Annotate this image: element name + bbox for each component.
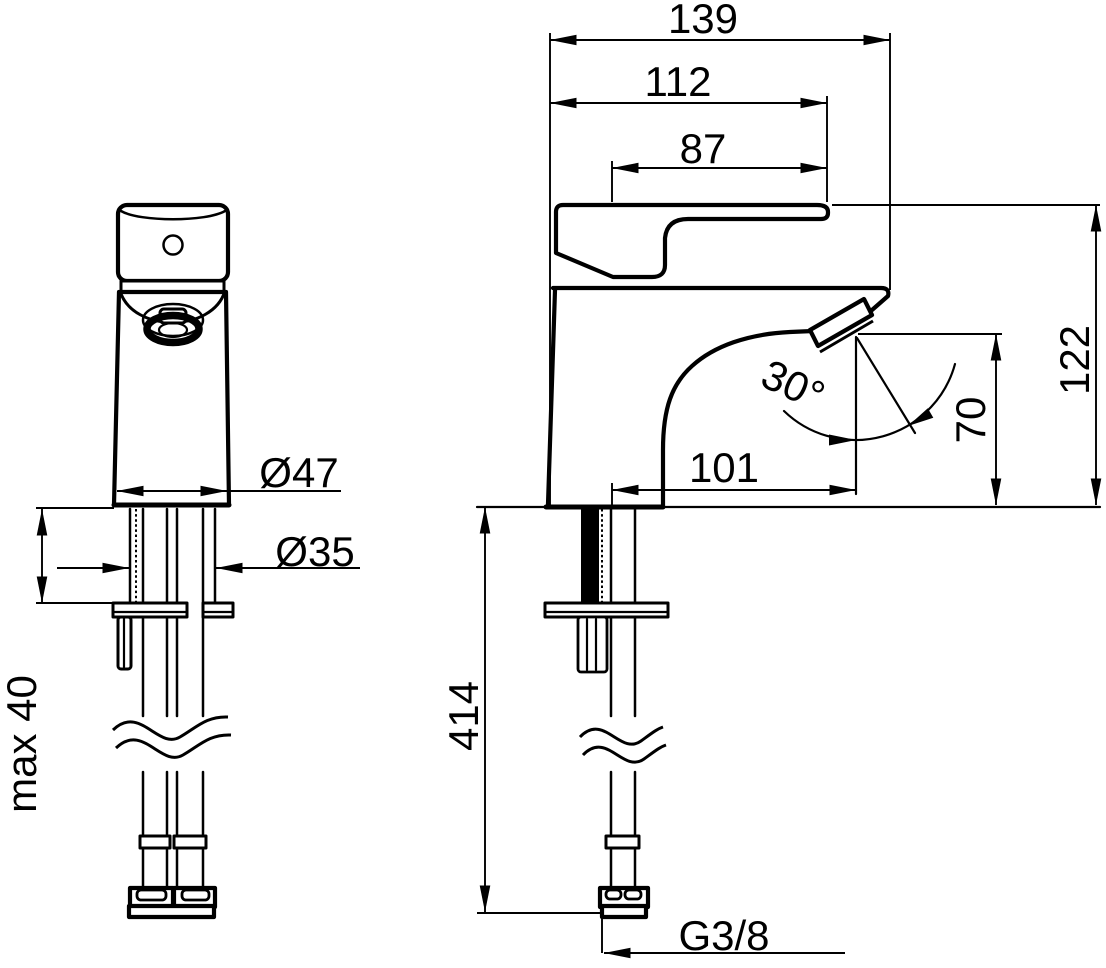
front-handle-indicator-dot — [162, 234, 184, 256]
dim-height-label: 122 — [1051, 325, 1098, 395]
side-hose-collar — [604, 834, 641, 850]
front-aerator-ring — [143, 311, 203, 347]
side-mounting-flange — [543, 601, 670, 619]
dim-total-depth-label: 139 — [668, 0, 738, 42]
front-nut-facet-right — [180, 888, 211, 902]
front-hose-collar-right — [172, 834, 208, 850]
dim-outlet-height-label: 70 — [947, 397, 994, 444]
dim-hole-diameter-label: Ø35 — [275, 528, 354, 575]
side-nut-facet-1 — [604, 888, 623, 901]
side-body-top — [550, 285, 891, 313]
front-hoses-upper — [141, 507, 205, 604]
front-pipe-break-symbol — [111, 715, 232, 759]
side-nut-facet-2 — [623, 888, 643, 901]
side-nut-base-plate — [599, 903, 649, 920]
front-aerator-outlet — [157, 321, 189, 339]
side-spout-outlet-face — [819, 319, 874, 354]
side-hose-mid — [609, 615, 637, 718]
dim-base-diameter-label: Ø47 — [259, 449, 338, 496]
spray-angle-arrow-right — [908, 408, 934, 426]
side-spout-outlet — [807, 296, 875, 349]
dim-thread-label: G3/8 — [678, 912, 769, 959]
spray-angle-arc — [782, 362, 957, 442]
side-pipe-break-symbol — [578, 725, 667, 764]
side-hose-lower — [609, 770, 637, 838]
front-hoses-mid — [141, 615, 205, 718]
side-lever-handle — [553, 202, 831, 280]
front-handle-top-curve — [119, 209, 227, 221]
dim-hose-length-label: 414 — [440, 681, 487, 751]
front-hoses-lower — [141, 770, 205, 890]
dim-deck-thickness-label: max 40 — [0, 675, 45, 813]
side-body-front-curve — [660, 328, 816, 509]
side-fixing-nut — [576, 615, 609, 674]
front-nut-facet-left — [135, 888, 168, 902]
spray-angle-arrow-left — [829, 434, 856, 446]
front-hose-collar-left — [138, 834, 172, 850]
side-view-dimensions: 139 112 87 122 70 101 30° 414 G3/8 — [440, 0, 1102, 959]
spray-direction-line — [855, 336, 917, 435]
side-threaded-rod — [581, 509, 599, 603]
faucet-front-view — [111, 202, 235, 920]
dim-lever-length-label: 87 — [680, 125, 727, 172]
dim-body-depth-label: 112 — [645, 58, 712, 105]
front-nut-base-plate — [126, 903, 217, 920]
side-hose-upper — [609, 507, 637, 605]
faucet-side-view — [475, 202, 1102, 920]
front-mounting-flange — [111, 601, 235, 619]
dim-spray-angle-label: 30° — [754, 350, 831, 419]
front-view-dimensions: Ø47 Ø35 max 40 — [0, 449, 360, 813]
dim-spout-reach-label: 101 — [689, 444, 759, 491]
side-hose-end — [609, 846, 637, 890]
